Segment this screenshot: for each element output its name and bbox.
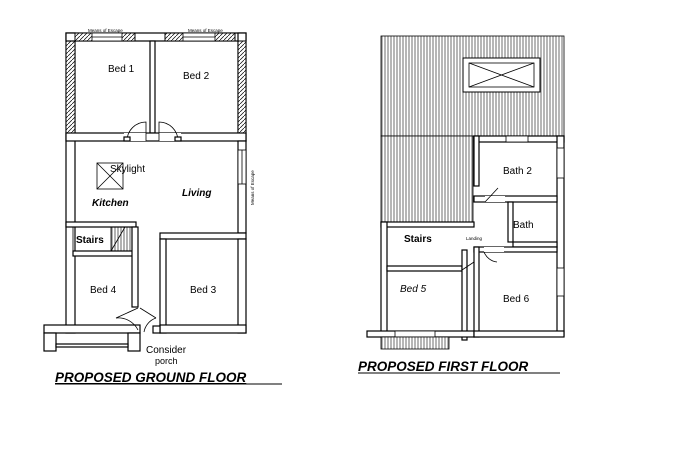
gf-room-living: Living xyxy=(182,188,211,199)
gf-porch-line xyxy=(55,343,129,348)
ff-wall-bed6-left xyxy=(473,246,480,338)
ff-room-stairs: Stairs xyxy=(404,234,432,245)
gf-wall-bottom-right xyxy=(159,324,247,334)
gf-porch-note-line2: porch xyxy=(155,356,178,366)
gf-means-of-escape-3: Means of Escape xyxy=(250,170,255,205)
gf-skylight xyxy=(96,162,124,190)
gf-room-bed3: Bed 3 xyxy=(190,285,217,296)
gf-front-door-leaf-a xyxy=(115,307,139,319)
ff-wall-stairs-top xyxy=(380,221,475,228)
gf-wall-middle xyxy=(65,132,247,142)
gf-room-kitchen: Kitchen xyxy=(92,198,129,209)
gf-room-bed1: Bed 1 xyxy=(108,64,135,75)
ff-title: PROPOSED FIRST FLOOR xyxy=(358,359,529,374)
ff-wall-bottom-right xyxy=(473,330,565,338)
ff-room-bath: Bath xyxy=(513,220,534,231)
gf-wall-right-cavity xyxy=(237,40,247,137)
ff-wall-bed5-top xyxy=(386,265,463,272)
gf-wall-kitchen-bottom xyxy=(65,221,137,228)
ff-room-landing: Landing xyxy=(466,236,483,241)
gf-wall-stairs-bottom xyxy=(72,250,136,257)
ff-wall-bath-bottom xyxy=(512,241,558,248)
ff-room-bed6: Bed 6 xyxy=(503,294,530,305)
gf-porch-note-line1: Consider xyxy=(146,345,187,356)
gf-stub-right xyxy=(127,332,141,352)
gf-front-door-leaf-b xyxy=(139,307,157,319)
gf-partition-bed1-bed2 xyxy=(149,40,156,134)
gf-wall-bottom-left xyxy=(43,324,141,334)
ff-door-bed5 xyxy=(461,261,475,271)
ff-bay-roof xyxy=(380,336,450,350)
ff-wall-bath-left xyxy=(507,201,514,243)
gf-wall-bed3-top xyxy=(159,232,247,240)
ff-room-bed5: Bed 5 xyxy=(400,284,427,295)
gf-wall-left-cavity xyxy=(65,32,76,139)
ff-room-bath2: Bath 2 xyxy=(503,166,532,177)
ff-roof-lower xyxy=(380,135,474,223)
gf-room-stairs: Stairs xyxy=(76,235,104,246)
gf-means-of-escape-2: Means of Escape xyxy=(188,28,223,33)
gf-room-skylight: Skylight xyxy=(110,164,145,175)
gf-room-bed2: Bed 2 xyxy=(183,71,210,82)
gf-stub-left xyxy=(43,332,57,352)
first-floor-plan: Bath 2 Bath Stairs Landing Bed 5 Bed 6 P… xyxy=(358,35,565,374)
gf-means-of-escape-1: Means of Escape xyxy=(88,28,123,33)
ff-wall-left xyxy=(380,221,388,338)
gf-partition-hall-bed3 xyxy=(159,238,167,334)
gf-partition-bed4-hall xyxy=(131,226,139,308)
ff-wall-bed5-right xyxy=(461,249,468,341)
gf-room-bed4: Bed 4 xyxy=(90,285,117,296)
gf-title: PROPOSED GROUND FLOOR xyxy=(55,370,247,385)
ff-wall-bath2-left xyxy=(473,135,480,187)
gf-wall-right-lower xyxy=(237,238,247,334)
ff-wall-bath2-bottom xyxy=(473,195,558,203)
ground-floor-plan: Means of Escape Means of Escape Means of… xyxy=(43,28,282,385)
